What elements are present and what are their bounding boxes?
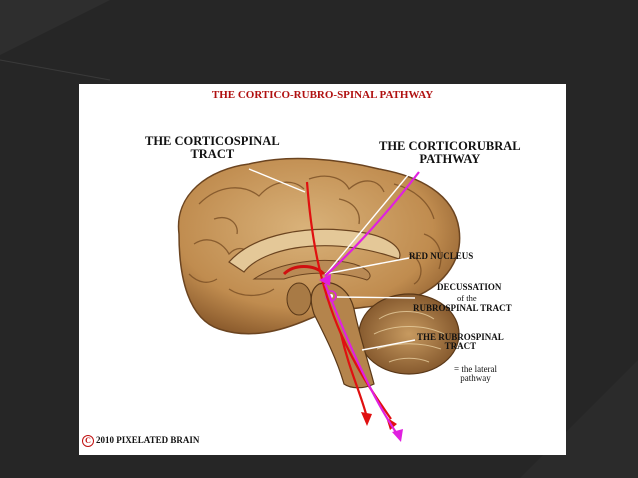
label-line: TRACT (190, 147, 235, 162)
label-line: THE RUBROSPINAL (417, 332, 504, 342)
label-line: PATHWAY (419, 152, 481, 167)
diagram-title: THE CORTICO-RUBRO-SPINAL PATHWAY (211, 89, 434, 101)
copyright-icon: C (82, 435, 94, 447)
label-decussation: DECUSSATION (437, 282, 502, 292)
copyright-notice: C 2010 PIXELATED BRAIN (82, 435, 199, 447)
brain-diagram (177, 157, 461, 442)
label-corticospinal-tract: THE CORTICOSPINAL TRACT (145, 134, 280, 162)
label-rubrospinal-tract-decussation: RUBROSPINAL TRACT (413, 303, 512, 313)
label-corticorubral-pathway: THE CORTICORUBRAL PATHWAY (379, 139, 521, 167)
corpus-callosum (228, 228, 401, 273)
label-line: pathway (460, 373, 491, 384)
label-line: TRACT (444, 341, 477, 352)
rubrospinal-tract (323, 171, 420, 435)
label-decussation-of-the: of the (457, 293, 477, 303)
copyright-text: 2010 PIXELATED BRAIN (96, 435, 200, 446)
label-line: THE CORTICORUBRAL (379, 139, 521, 153)
label-line: THE CORTICOSPINAL (145, 134, 280, 148)
label-line: = the lateral (454, 364, 498, 374)
slide: THE CORTICO-RUBRO-SPINAL PATHWAY THE COR… (79, 84, 566, 455)
label-lateral-pathway: = the lateral pathway (454, 364, 498, 384)
label-red-nucleus: RED NUCLEUS (409, 251, 474, 261)
label-rubrospinal-tract: THE RUBROSPINAL TRACT (417, 332, 504, 352)
